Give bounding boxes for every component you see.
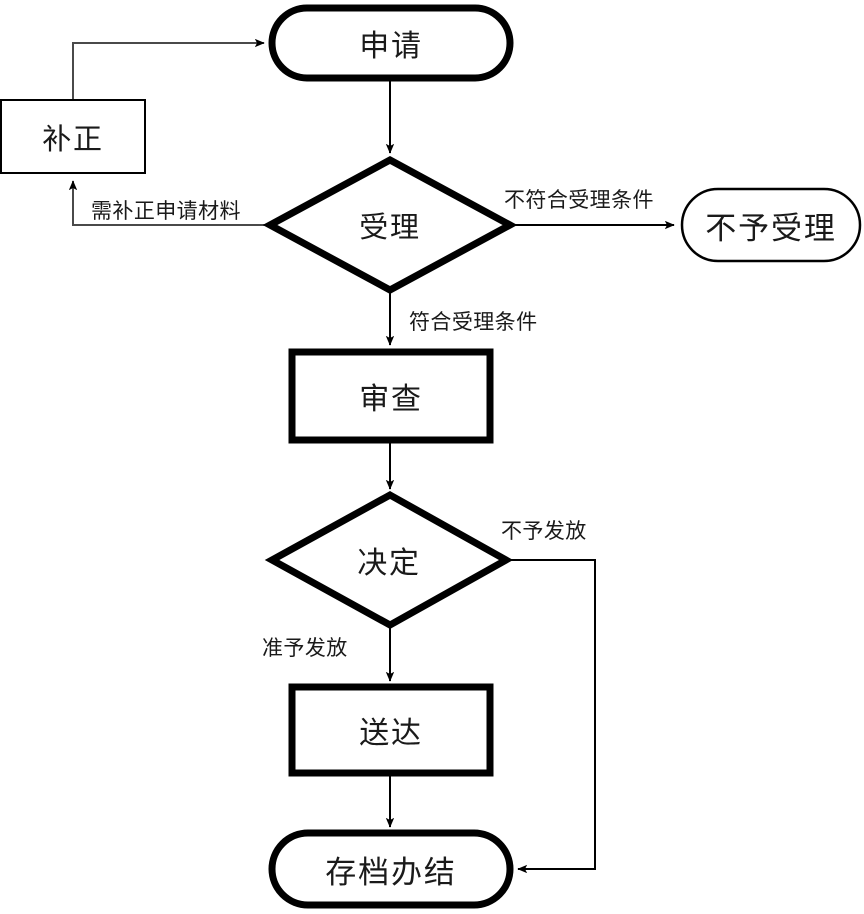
node-shape-accept[interactable] [262, 156, 518, 294]
edge-label-not-issued: 不予发放 [501, 519, 587, 543]
node-shape-reject-accept[interactable] [680, 187, 862, 263]
edge-label-approved-issue: 准予发放 [262, 636, 348, 660]
node-shape-decide[interactable] [264, 490, 514, 630]
node-shape-apply[interactable] [268, 4, 514, 82]
node-shape-deliver[interactable] [288, 683, 494, 777]
connector-supplement-to-apply [72, 38, 265, 100]
edge-label-meet-conditions: 符合受理条件 [409, 310, 538, 334]
node-shape-supplement[interactable] [0, 99, 146, 174]
edge-label-not-meet-conditions: 不符合受理条件 [504, 188, 654, 212]
node-shape-archive[interactable] [268, 829, 514, 909]
node-shape-review[interactable] [288, 348, 494, 444]
connector-decide-to-archive [506, 559, 596, 874]
connector-accept-to-supplement [68, 180, 270, 226]
edge-label-need-supplement: 需补正申请材料 [91, 199, 241, 223]
